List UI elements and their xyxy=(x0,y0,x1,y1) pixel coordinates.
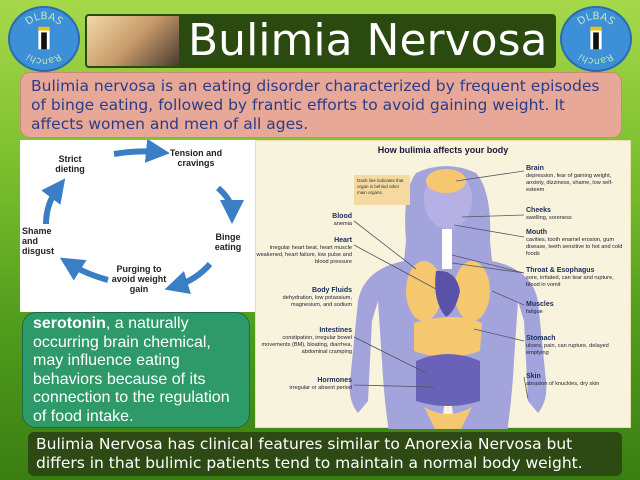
cycle-arrow xyxy=(164,261,213,295)
logo-left: DLBAS Ranchi xyxy=(8,6,80,72)
svg-text:Ranchi: Ranchi xyxy=(25,51,64,67)
body-effects-infographic: How bulimia affects your body Dash line … xyxy=(255,140,631,429)
cycle-arrow xyxy=(216,185,244,224)
distressed-woman-photo xyxy=(85,14,181,68)
slide-title: Bulimia Nervosa xyxy=(180,14,556,68)
bottom-summary: Bulimia Nervosa has clinical features si… xyxy=(28,432,622,476)
logo-right: DLBAS Ranchi xyxy=(560,6,632,72)
cycle-step: Tension and cravings xyxy=(169,148,223,168)
cycle-step: Shame and disgust xyxy=(22,226,55,256)
svg-text:DLBAS: DLBAS xyxy=(575,10,617,28)
cycle-arrow xyxy=(113,140,170,163)
cycle-arrow xyxy=(41,178,66,225)
cycle-arrow xyxy=(59,257,109,283)
serotonin-text: , a naturally occurring brain chemical, … xyxy=(33,315,230,425)
cycle-step: Binge eating xyxy=(214,232,242,252)
serotonin-term: serotonin xyxy=(33,315,106,332)
svg-text:Ranchi: Ranchi xyxy=(577,51,616,67)
dash-line-note: Dash line indicates that organ is behind… xyxy=(354,175,410,205)
intro-text: Bulimia nervosa is an eating disorder ch… xyxy=(20,72,622,138)
serotonin-box: serotonin, a naturally occurring brain c… xyxy=(22,312,250,428)
infographic-title: How bulimia affects your body xyxy=(377,145,509,155)
cycle-step: Strict dieting xyxy=(55,154,85,174)
cycle-step: Purging to avoid weight gain xyxy=(111,264,167,294)
body-silhouette xyxy=(349,166,547,429)
bulimia-cycle-diagram: Tension and cravings Binge eating Purgin… xyxy=(20,140,256,312)
svg-text:DLBAS: DLBAS xyxy=(23,10,65,28)
